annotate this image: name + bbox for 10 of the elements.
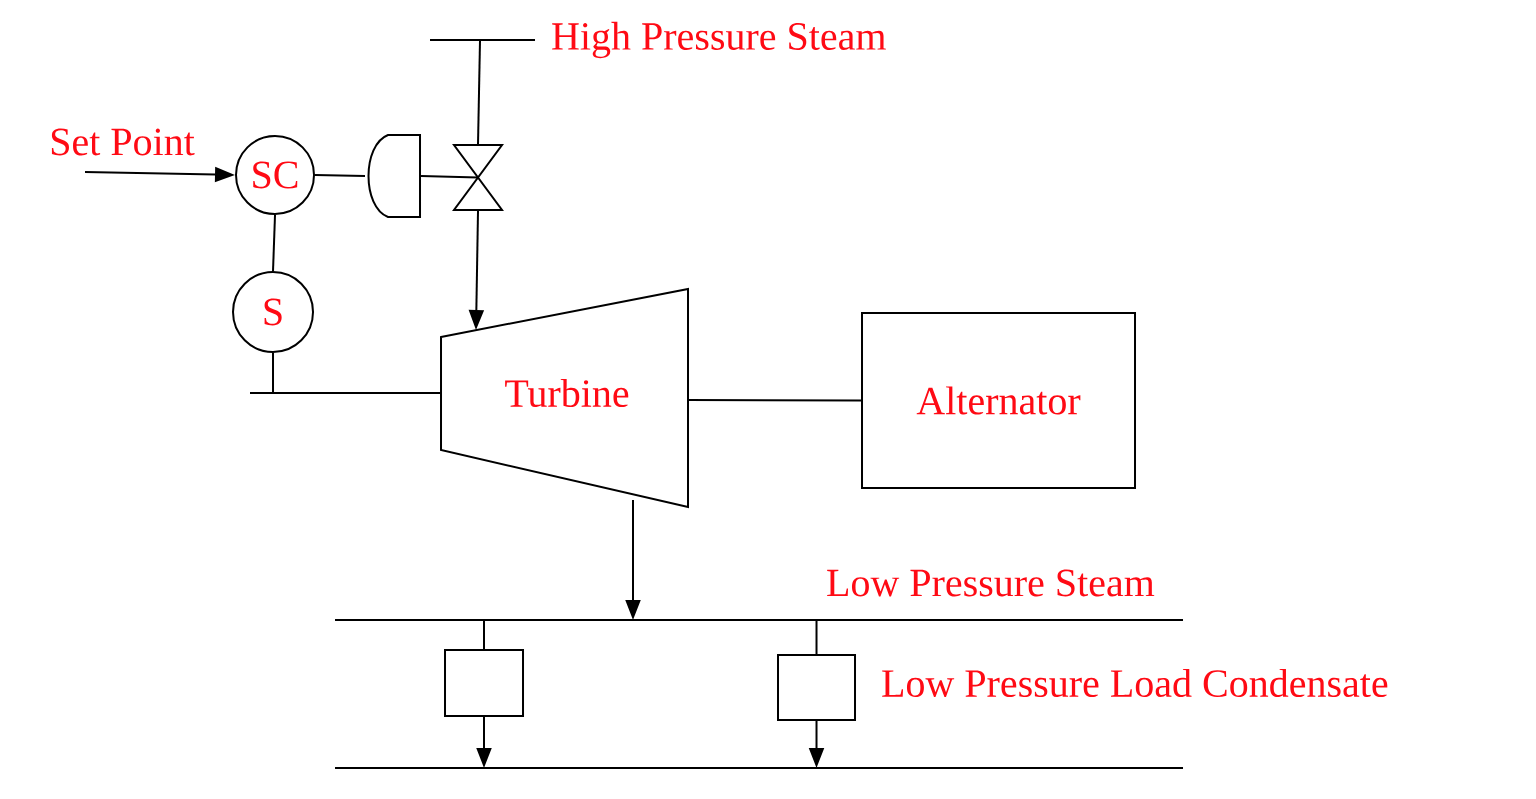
alternator-box: Alternator (861, 312, 1136, 489)
control-valve-symbol (452, 144, 504, 211)
turbine-trapezoid: Turbine (440, 287, 689, 509)
steam-trap-box (444, 649, 524, 717)
header-pipe: High Pressure Steam (429, 21, 886, 59)
actuator-symbol (367, 134, 421, 218)
steam-trap-box (777, 654, 856, 721)
edge-label: Set Point (51, 128, 195, 156)
header-pipe: Low Pressure Load Condensate (334, 668, 1388, 769)
header-pipe: Low Pressure Steam (334, 569, 1184, 621)
